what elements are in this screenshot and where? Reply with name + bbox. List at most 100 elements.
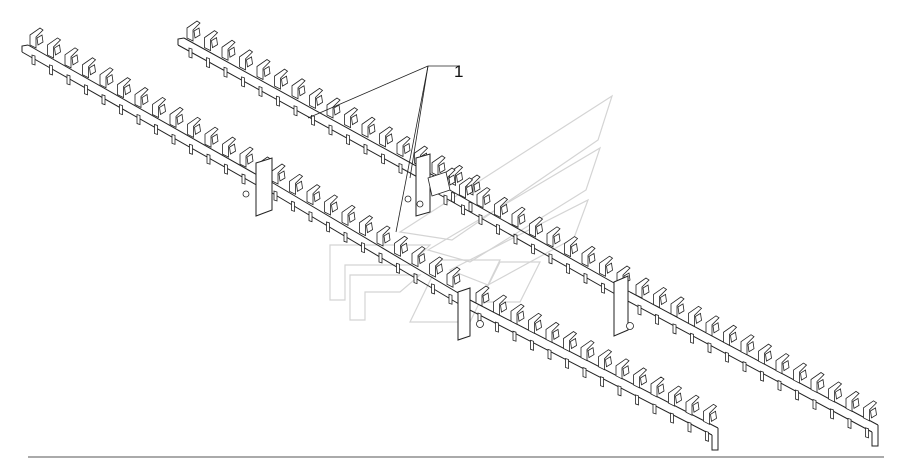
spring-tine (810, 372, 825, 394)
harrow-tooth (478, 214, 483, 226)
tine-row (29, 27, 272, 195)
spring-tine (775, 353, 790, 375)
tine-row (441, 167, 631, 304)
spring-tine (99, 67, 114, 89)
spring-tine (411, 246, 426, 268)
tine-clamp (500, 301, 507, 313)
spring-tine (529, 216, 544, 238)
harrow-tooth (241, 173, 246, 185)
harrow-tooth (326, 221, 330, 233)
harrow-tooth (451, 191, 455, 203)
tine-clamp (366, 221, 373, 234)
harrow-tooth (582, 367, 587, 379)
tine-clamp (386, 133, 393, 145)
spring-tine (134, 87, 149, 109)
spring-tine (429, 256, 444, 278)
harrow-tooth (188, 47, 193, 59)
spring-tine (361, 116, 376, 138)
spring-tine (598, 349, 613, 371)
spring-tine (599, 255, 614, 277)
spring-tine (688, 305, 703, 327)
tine-clamp (482, 292, 490, 304)
tine-clamp (176, 113, 184, 126)
spring-tine (446, 266, 461, 288)
tine-row (635, 277, 878, 439)
spring-tine (186, 20, 201, 42)
harrow-tooth (760, 370, 764, 382)
tine-clamp (278, 170, 286, 182)
harrow-tooth (396, 262, 400, 274)
spring-tine (64, 47, 79, 69)
tine-clamp (281, 75, 288, 87)
spring-tine (291, 78, 306, 100)
spring-tine (47, 37, 62, 59)
spring-tine (635, 277, 650, 299)
harrow-tooth (583, 272, 588, 284)
harrow-tooth (273, 190, 278, 202)
callout-leaders (307, 65, 460, 233)
tine-clamp (54, 44, 61, 56)
tine-clamp (552, 328, 560, 341)
harrow-tooth (690, 332, 694, 344)
tine-clamp (518, 213, 526, 225)
harrow-tooth (847, 417, 852, 429)
tine-clamp (211, 133, 219, 145)
spring-tine (528, 312, 543, 334)
spring-tine (705, 315, 720, 337)
harrow-tooth (617, 385, 622, 397)
callout-label: 1 (454, 62, 463, 81)
harrow-tooth (206, 57, 210, 69)
tine-clamp (536, 223, 543, 235)
tine-clamp (660, 293, 667, 306)
spring-tine (204, 30, 219, 52)
spring-tine (256, 59, 271, 81)
spring-tine (459, 177, 474, 199)
harrow-tooth (448, 293, 453, 305)
tine-clamp (71, 54, 79, 66)
tine-clamp (438, 162, 446, 174)
harrow-tooth (513, 233, 518, 245)
harrow-tooth (241, 76, 245, 88)
spring-tine (396, 136, 411, 158)
harrow-tooth (308, 211, 313, 223)
harrow-tooth (495, 321, 499, 333)
tine-clamp (436, 263, 443, 275)
harrow-tooth (672, 323, 677, 335)
tine-clamp (553, 233, 561, 245)
harrow-tooth (206, 153, 211, 165)
tine-clamp (570, 337, 577, 350)
tine-clamp (571, 242, 578, 255)
harrow-tooth (468, 201, 473, 213)
spring-tine (633, 367, 648, 389)
harrow-tooth (49, 64, 53, 76)
spring-tine (289, 173, 304, 195)
spring-tine (563, 331, 578, 353)
harrow-tooth (705, 430, 709, 442)
harrow-tooth (655, 313, 659, 326)
harrow-tooth (189, 143, 193, 155)
spring-tine (685, 394, 700, 416)
harrow-tooth (777, 380, 782, 392)
tine-clamp (383, 232, 391, 244)
spring-tine (494, 196, 509, 219)
spring-tine (379, 126, 394, 148)
spring-tine (476, 187, 491, 209)
spring-tine (394, 235, 409, 257)
spring-tine (493, 294, 508, 316)
spring-tine (169, 106, 184, 129)
spring-tine (668, 385, 683, 407)
spring-tine (546, 226, 561, 248)
harrow-tooth (461, 204, 465, 216)
spring-tine (545, 321, 560, 344)
harrow-tooth (398, 162, 403, 175)
harrow-tooth (346, 134, 350, 146)
tine-clamp (675, 392, 682, 404)
spring-tine (344, 107, 359, 129)
spring-tine (239, 146, 254, 168)
tine-clamp (852, 397, 860, 410)
spring-tine (740, 334, 755, 356)
harrow-tooth (652, 403, 657, 415)
harrow-tooth (223, 66, 228, 78)
tine-clamp (333, 104, 341, 116)
harrow-tooth (381, 153, 385, 165)
